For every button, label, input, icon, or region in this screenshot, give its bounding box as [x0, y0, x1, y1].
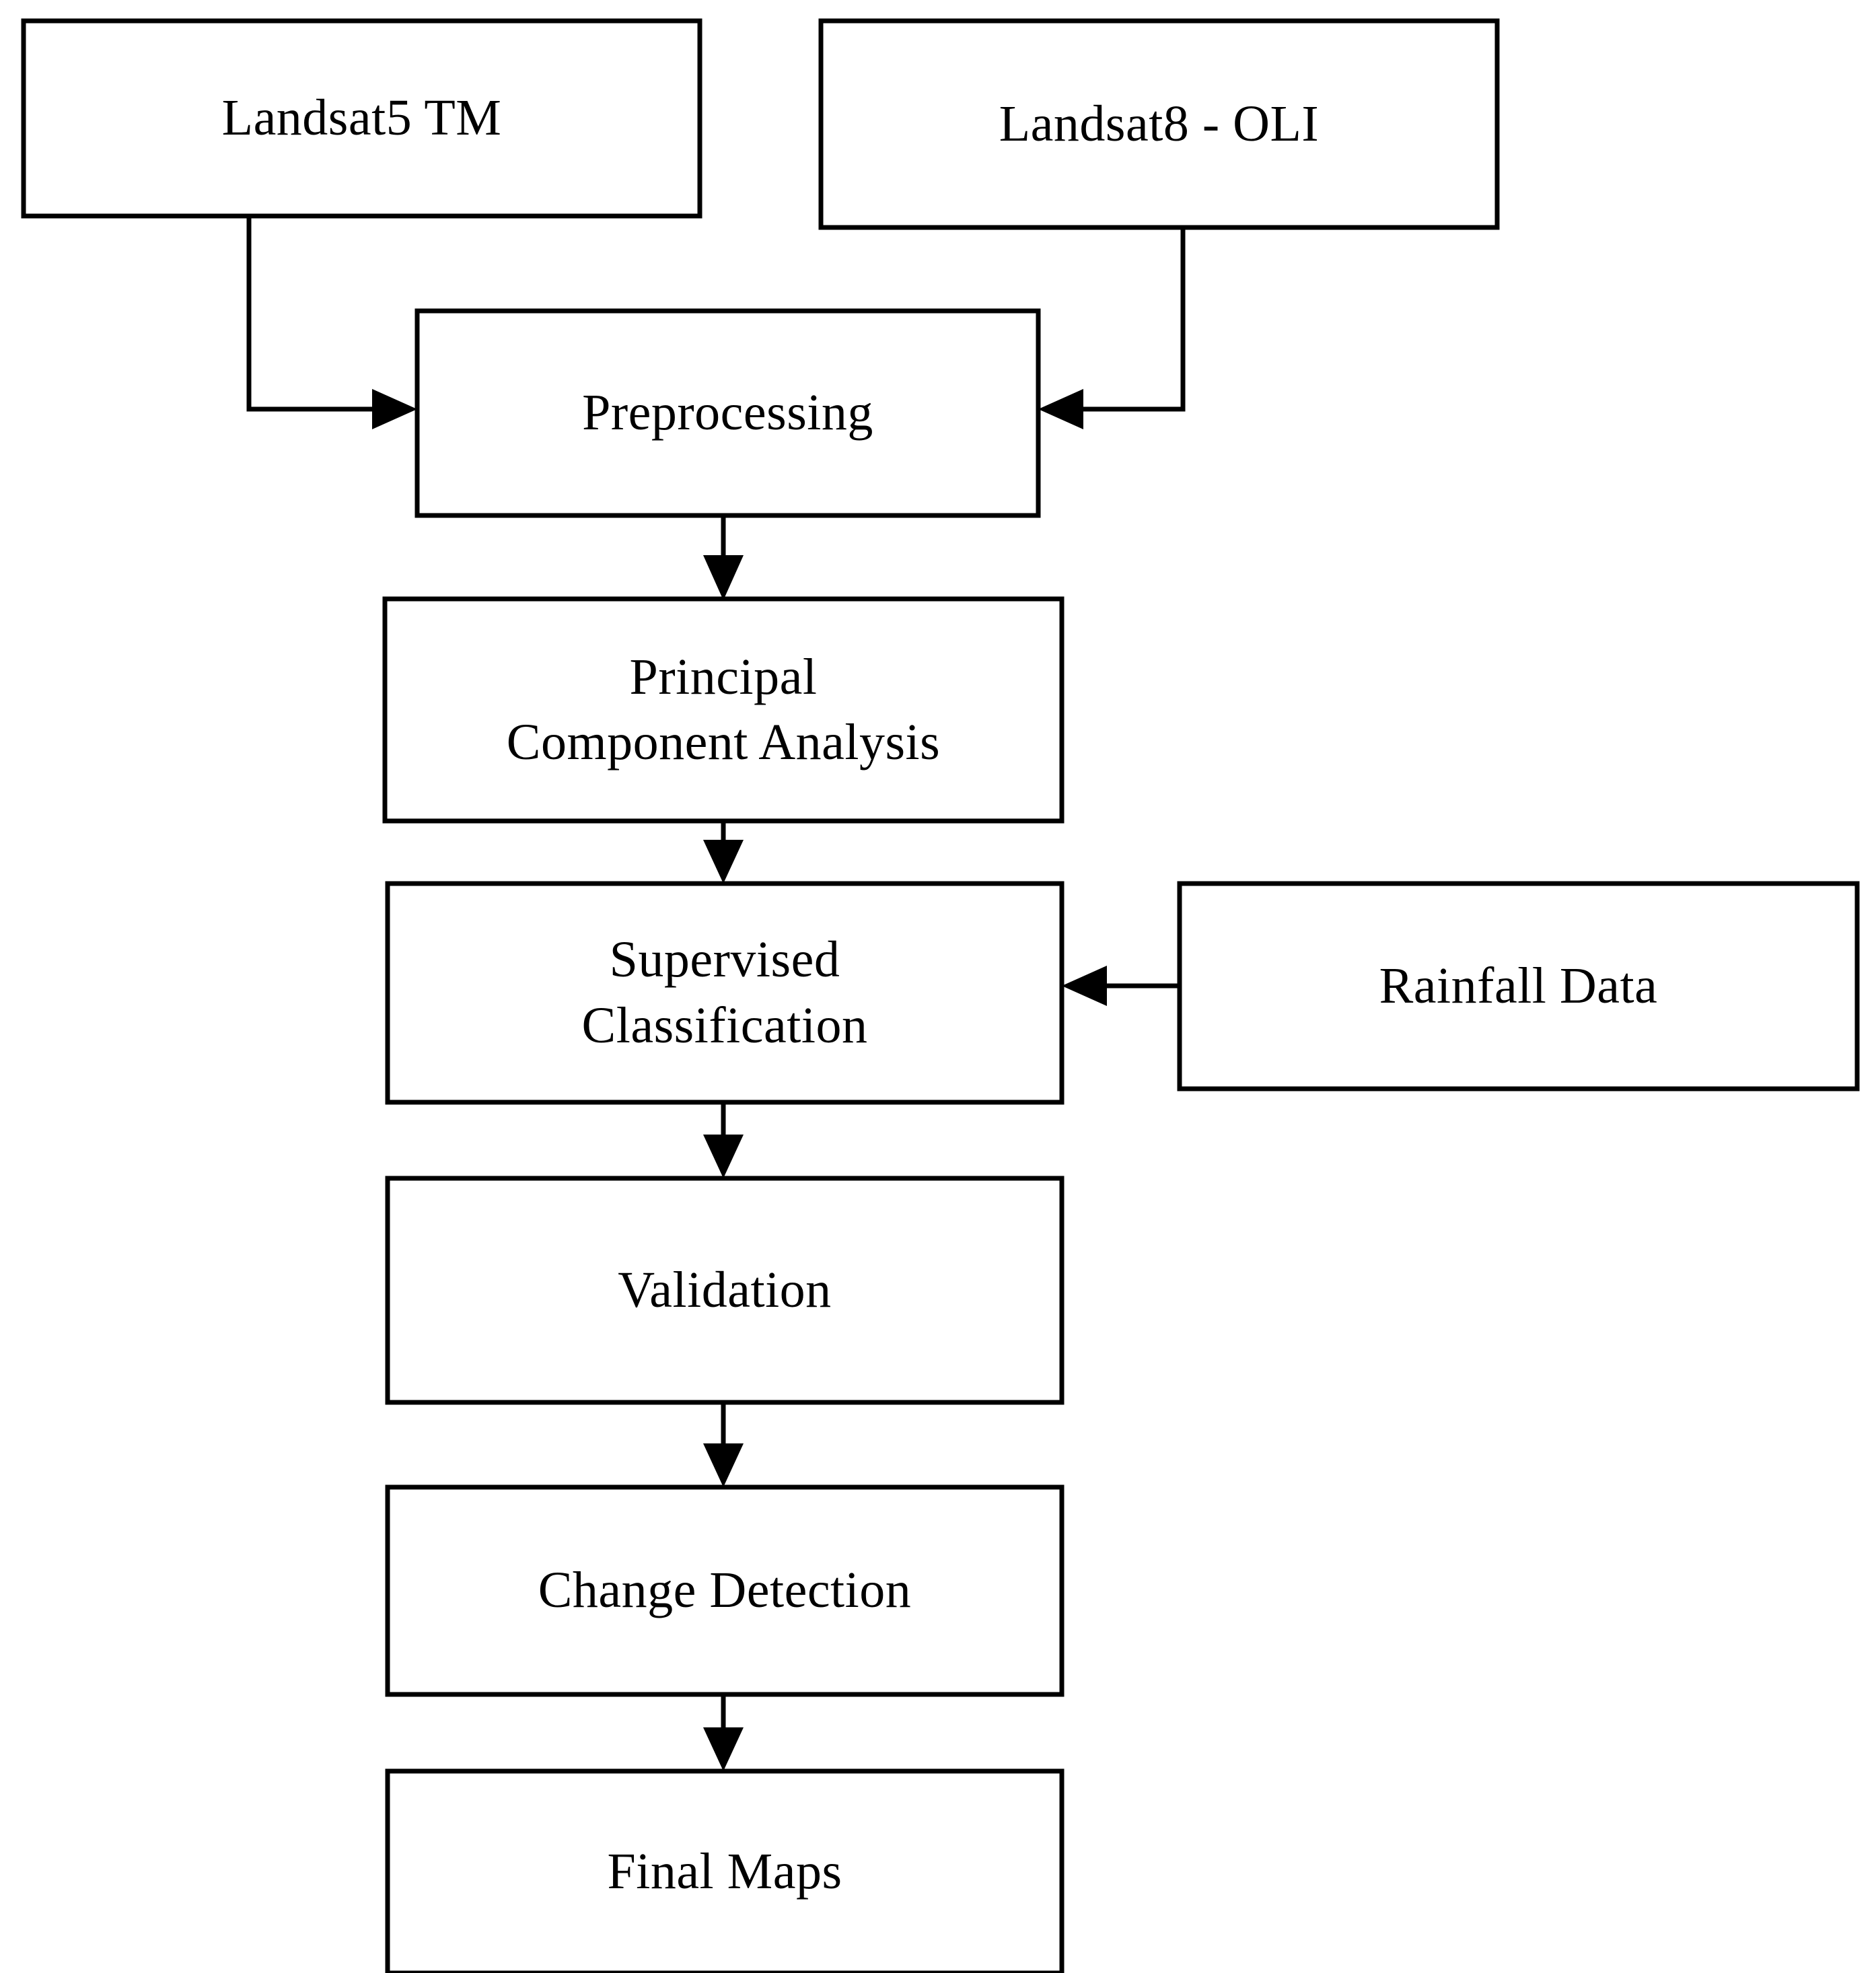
arrowhead-icon: [703, 1135, 744, 1178]
connector-change-detection-to-final-maps: [703, 1694, 744, 1771]
arrowhead-icon: [703, 555, 744, 600]
connector-validation-to-change-detection: [703, 1402, 744, 1487]
arrowhead-icon: [703, 1443, 744, 1487]
node-box-pca[interactable]: [382, 596, 1065, 824]
arrowhead-icon: [1038, 389, 1083, 429]
node-box-preprocessing[interactable]: [414, 308, 1041, 518]
connector-landsat8-to-preprocessing: [1038, 227, 1186, 429]
node-box-change-detection[interactable]: [385, 1484, 1065, 1697]
connector-pca-to-supervised-classification: [703, 821, 744, 884]
node-box-landsat5[interactable]: [21, 18, 702, 219]
connector-landsat5-to-preprocessing: [246, 216, 417, 429]
arrowhead-icon: [1062, 966, 1107, 1006]
connector-preprocessing-to-pca: [703, 515, 744, 600]
connector-rainfall-to-supervised-classification: [1062, 966, 1180, 1006]
node-box-final-maps[interactable]: [385, 1768, 1065, 1973]
arrowhead-icon: [703, 1727, 744, 1771]
node-box-validation[interactable]: [385, 1176, 1065, 1405]
node-box-rainfall-data[interactable]: [1177, 881, 1860, 1091]
node-box-supervised-classification[interactable]: [385, 881, 1065, 1105]
connector-supervised-classification-to-validation: [703, 1102, 744, 1178]
arrowhead-icon: [703, 840, 744, 884]
node-box-landsat8[interactable]: [818, 18, 1500, 230]
arrowhead-icon: [372, 389, 417, 429]
